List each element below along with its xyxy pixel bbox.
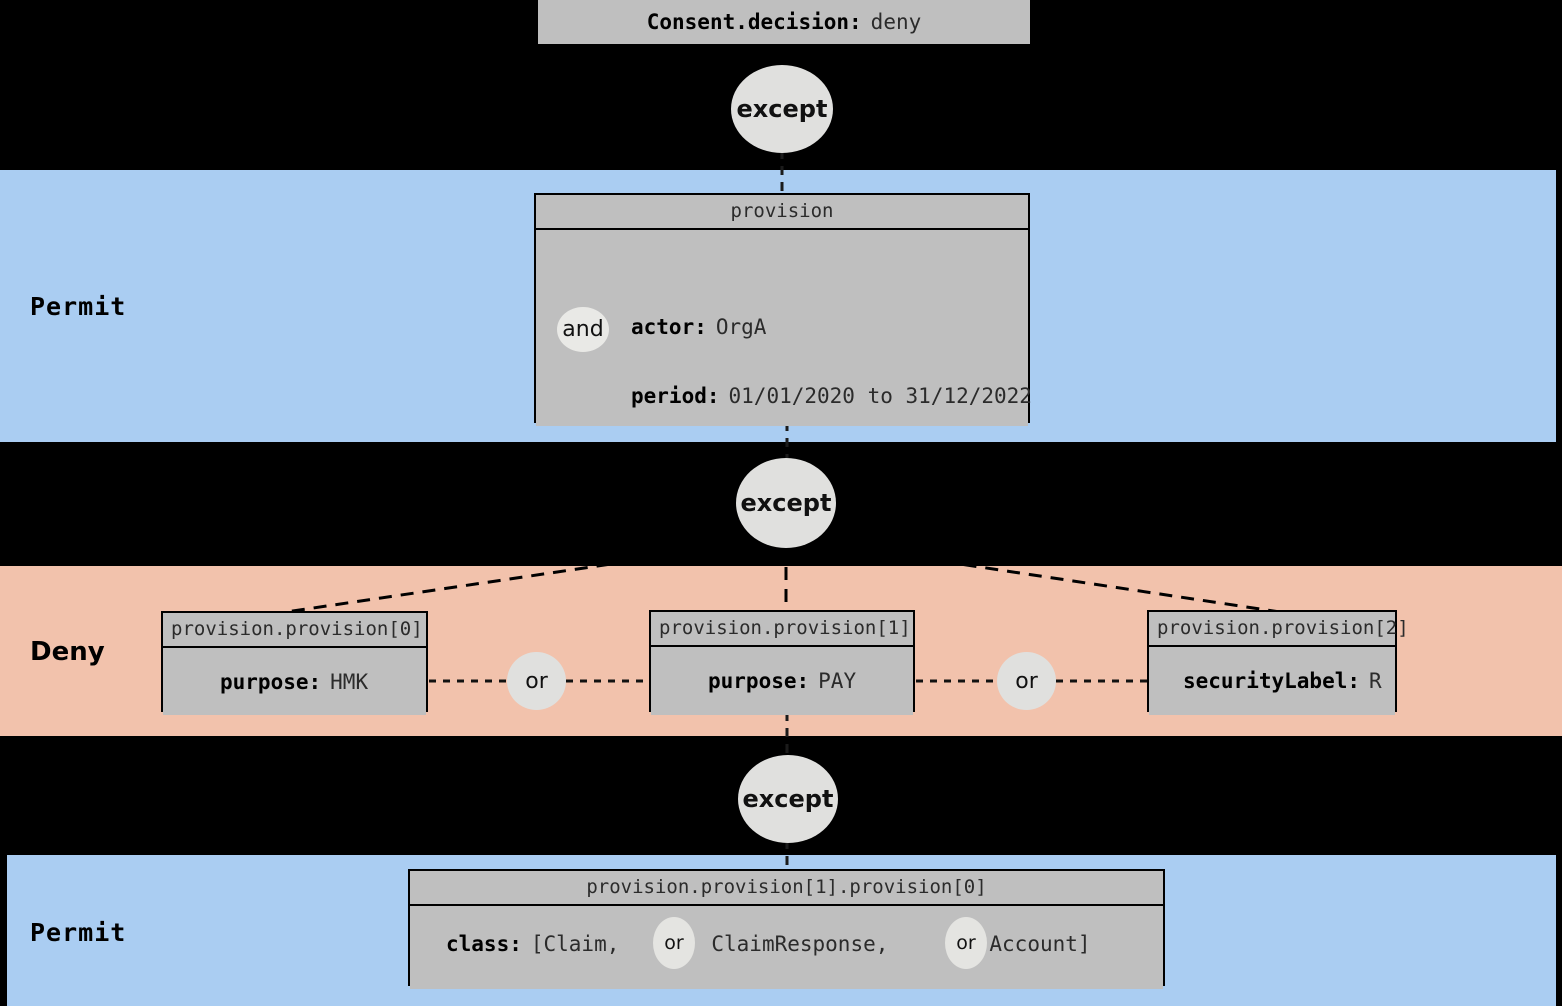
node-provision-1-body: purpose: PAY bbox=[651, 647, 913, 715]
attr-class-item-claim: [Claim, bbox=[530, 932, 620, 956]
operator-except-1[interactable]: except bbox=[731, 65, 833, 153]
attr-purpose-hmk-value: HMK bbox=[330, 670, 369, 694]
node-provision-body: actor: OrgA period: 01/01/2020 to 31/12/… bbox=[536, 230, 1032, 426]
node-provision[interactable]: provision actor: OrgA period: 01/01/2020… bbox=[534, 193, 1032, 426]
node-provision-0-body: purpose: HMK bbox=[163, 648, 426, 715]
operator-and[interactable]: and bbox=[557, 307, 609, 352]
root-label-value: deny bbox=[870, 10, 922, 34]
attr-class-item-claimresponse: ClaimResponse, bbox=[711, 932, 889, 956]
node-provision-0[interactable]: provision.provision[0] purpose: HMK bbox=[161, 611, 428, 715]
root-label-key: Consent.decision: bbox=[646, 10, 862, 34]
root-node[interactable]: Consent.decision: deny bbox=[538, 0, 1030, 44]
attr-class-key: class: bbox=[446, 932, 522, 956]
operator-or-2[interactable]: or bbox=[997, 652, 1056, 710]
attr-class: class: [Claim, ClaimResponse, Account] bbox=[446, 932, 1091, 956]
attr-period-value: 01/01/2020 to 31/12/2022 bbox=[728, 384, 1032, 408]
node-provision-1-0[interactable]: provision.provision[1].provision[0] clas… bbox=[408, 869, 1165, 989]
attr-purpose-pay-key: purpose: bbox=[708, 669, 810, 693]
operator-except-3-label: except bbox=[742, 785, 834, 813]
node-provision-1-title: provision.provision[1] bbox=[651, 612, 913, 647]
attr-actor: actor: OrgA bbox=[631, 315, 766, 339]
operator-except-2[interactable]: except bbox=[736, 458, 836, 548]
node-provision-1[interactable]: provision.provision[1] purpose: PAY bbox=[649, 610, 915, 715]
node-provision-2-title: provision.provision[2] bbox=[1149, 612, 1409, 647]
operator-or-inline-1-label: or bbox=[664, 932, 684, 954]
operator-except-2-label: except bbox=[740, 489, 832, 517]
operator-except-3[interactable]: except bbox=[738, 755, 838, 843]
operator-except-1-label: except bbox=[736, 95, 828, 123]
band-label-deny: Deny bbox=[30, 637, 105, 667]
attr-securitylabel-key: securityLabel: bbox=[1183, 669, 1361, 693]
attr-period-key: period: bbox=[631, 384, 720, 408]
node-provision-2-body: securityLabel: R bbox=[1149, 647, 1395, 715]
operator-or-inline-2[interactable]: or bbox=[945, 917, 987, 969]
attr-securitylabel-value: R bbox=[1369, 669, 1382, 693]
band-label-permit-bottom: Permit bbox=[30, 918, 127, 947]
attr-purpose-pay-value: PAY bbox=[818, 669, 857, 693]
operator-and-label: and bbox=[562, 317, 604, 342]
operator-or-2-label: or bbox=[1015, 668, 1038, 694]
operator-or-inline-1[interactable]: or bbox=[653, 917, 695, 969]
node-provision-0-title: provision.provision[0] bbox=[163, 613, 426, 648]
node-provision-2[interactable]: provision.provision[2] securityLabel: R bbox=[1147, 610, 1409, 715]
attr-actor-key: actor: bbox=[631, 315, 707, 339]
operator-or-1[interactable]: or bbox=[507, 652, 566, 710]
attr-purpose-hmk-key: purpose: bbox=[220, 670, 322, 694]
operator-or-inline-2-label: or bbox=[956, 932, 976, 954]
attr-purpose-hmk: purpose: HMK bbox=[220, 670, 368, 694]
attr-purpose-pay: purpose: PAY bbox=[708, 669, 856, 693]
band-label-permit-top: Permit bbox=[30, 292, 127, 321]
attr-actor-value: OrgA bbox=[715, 315, 767, 339]
operator-or-1-label: or bbox=[525, 668, 548, 694]
node-provision-title: provision bbox=[536, 195, 1028, 230]
node-provision-1-0-title: provision.provision[1].provision[0] bbox=[410, 871, 1163, 906]
node-provision-1-0-body: class: [Claim, ClaimResponse, Account] bbox=[410, 906, 1163, 989]
attr-period: period: 01/01/2020 to 31/12/2022 bbox=[631, 384, 1032, 408]
attr-class-item-account: Account] bbox=[989, 932, 1091, 956]
attr-securitylabel: securityLabel: R bbox=[1183, 669, 1382, 693]
